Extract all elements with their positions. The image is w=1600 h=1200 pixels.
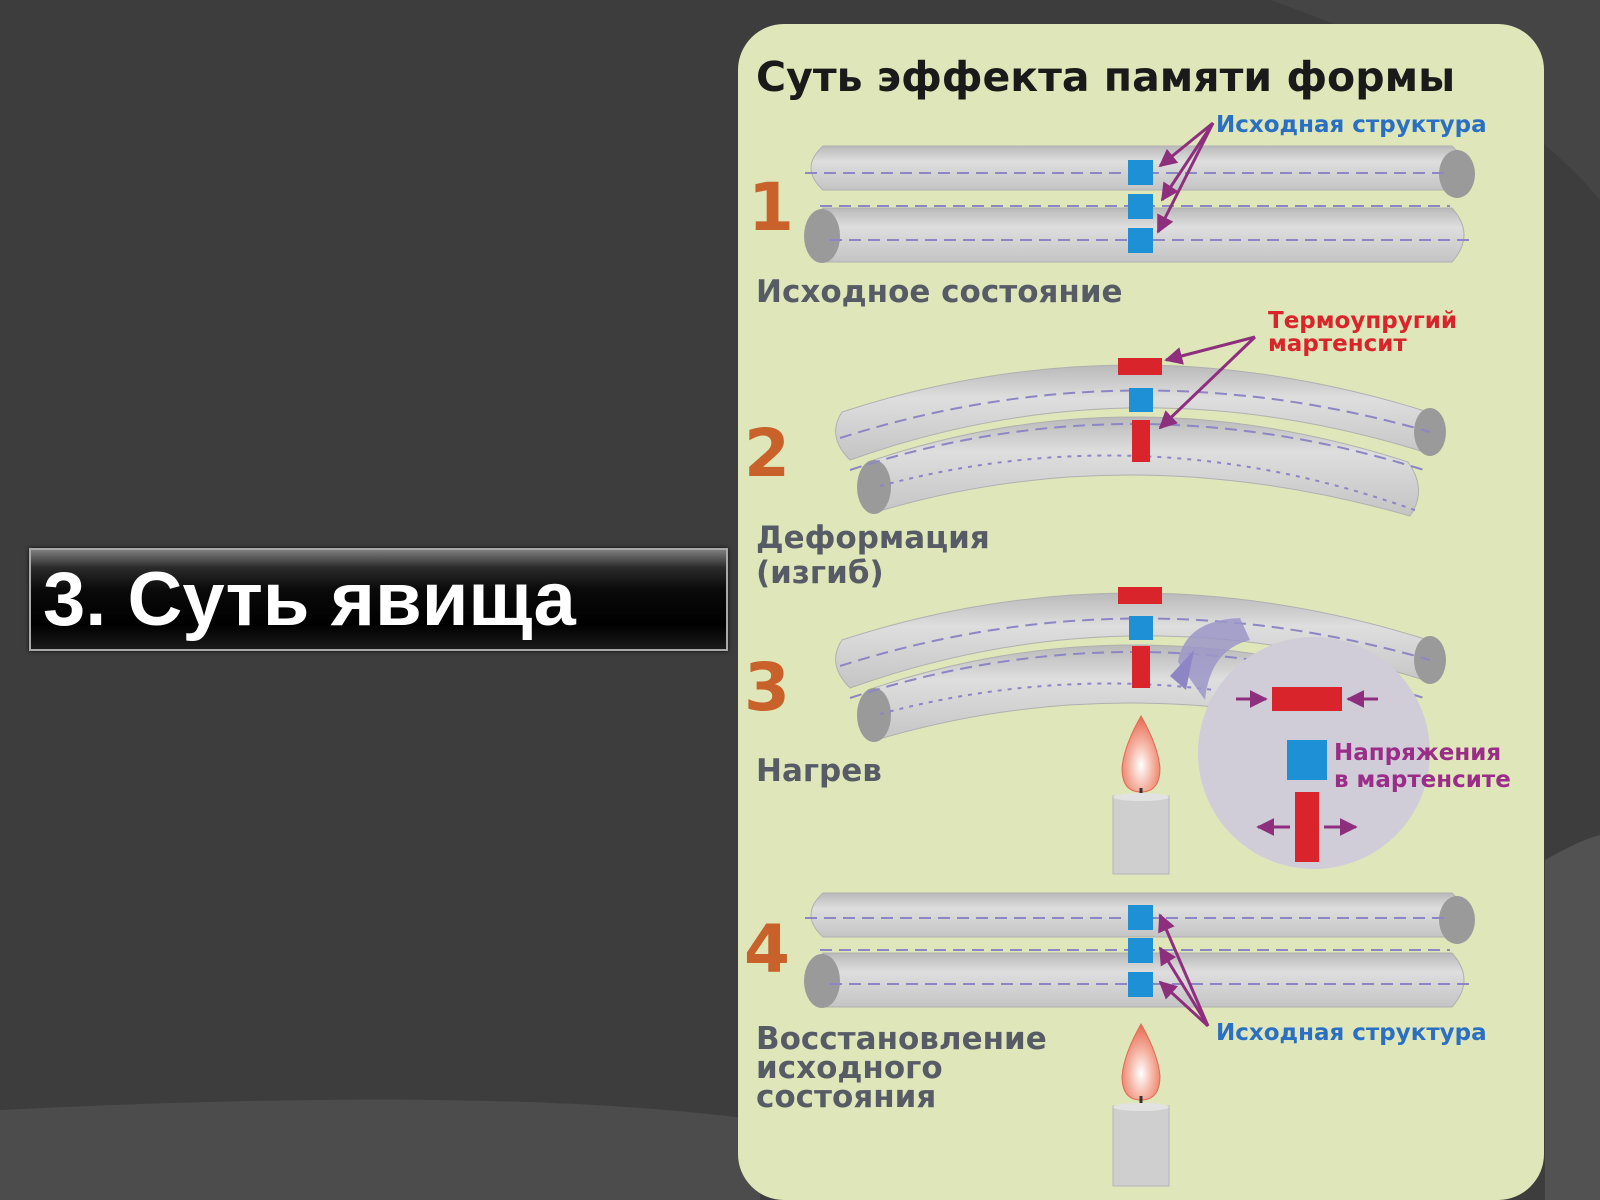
- step-number-4: 4: [744, 911, 790, 988]
- pointer-arrows: [1156, 121, 1215, 234]
- label-stress: Напряжения в мартенсите: [1334, 740, 1511, 793]
- label-martensite: Термоупругий мартенсит: [1268, 308, 1465, 357]
- shape-memory-diagram: Суть эффекта памяти формы Исходная струк…: [738, 24, 1544, 1200]
- label-initial-structure: Исходная структура: [1216, 1020, 1487, 1046]
- austenite-cell: [1128, 938, 1153, 963]
- step-4-caption: Восстановление исходного состояния: [756, 1021, 1058, 1115]
- martensite-cell: [1132, 646, 1150, 688]
- candle: [1112, 714, 1170, 875]
- martensite-cell: [1132, 420, 1150, 462]
- martensite-cell-zoom: [1295, 792, 1319, 862]
- step-number-2: 2: [744, 415, 790, 492]
- zoom-pointer: [1178, 618, 1250, 700]
- step-number-1: 1: [748, 169, 794, 246]
- label-initial-structure: Исходная структура: [1216, 112, 1487, 138]
- step-2-caption: Деформация (изгиб): [756, 520, 1001, 591]
- pointer-arrows: [1158, 335, 1257, 430]
- slide-title-box: 3. Суть явища: [29, 548, 728, 651]
- austenite-cell: [1128, 228, 1153, 253]
- figure-title: Суть эффекта памяти формы: [756, 53, 1455, 101]
- martensite-cell: [1118, 358, 1162, 375]
- martensite-cell: [1118, 587, 1162, 604]
- martensite-cell-zoom: [1272, 687, 1342, 711]
- diagram-canvas: Суть эффекта памяти формы Исходная струк…: [744, 53, 1511, 1187]
- step-3-caption: Нагрев: [756, 753, 882, 789]
- austenite-cell: [1129, 616, 1153, 640]
- austenite-cell: [1128, 160, 1153, 185]
- austenite-cell-zoom: [1287, 740, 1327, 780]
- slide-title: 3. Суть явища: [43, 557, 576, 642]
- austenite-cell: [1128, 905, 1153, 930]
- candle: [1112, 1022, 1170, 1187]
- austenite-cell: [1129, 388, 1153, 412]
- austenite-cell: [1128, 972, 1153, 997]
- step-1-caption: Исходное состояние: [756, 274, 1123, 310]
- step-number-3: 3: [744, 649, 790, 726]
- austenite-cell: [1128, 194, 1153, 219]
- pointer-arrows: [1158, 913, 1210, 1028]
